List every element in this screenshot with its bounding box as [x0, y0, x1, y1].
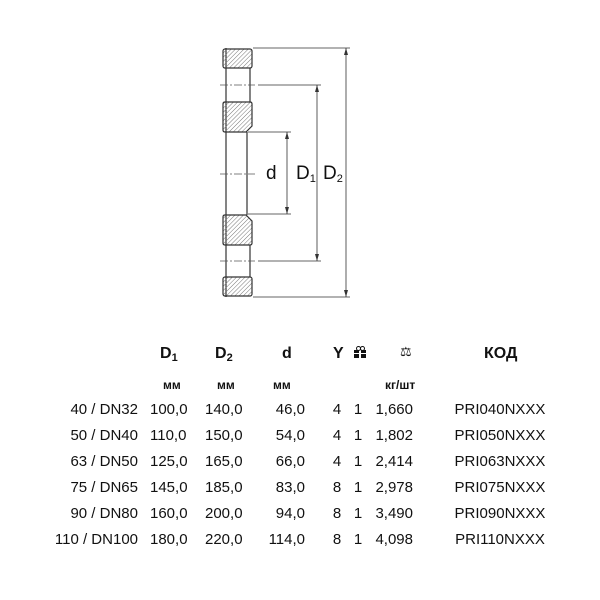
header-code: КОД — [484, 345, 518, 362]
cell-D1: 160,0 — [150, 505, 188, 522]
cell-size: 75 / DN65 — [70, 479, 138, 496]
cell-code: PRI110NXXX — [455, 531, 545, 548]
cell-pack: 1 — [353, 401, 363, 418]
cell-code: PRI040NXXX — [454, 401, 546, 418]
cell-D2: 185,0 — [205, 479, 243, 496]
header-D1-sub: 1 — [171, 352, 178, 364]
header-D2-text: D — [215, 345, 227, 362]
cell-d: 94,0 — [275, 505, 305, 522]
cell-size: 63 / DN50 — [70, 453, 138, 470]
cell-size: 50 / DN40 — [70, 427, 138, 444]
cell-pack: 1 — [353, 479, 363, 496]
cell-D2: 140,0 — [205, 401, 243, 418]
gift-icon — [354, 346, 366, 358]
cell-code: PRI090NXXX — [454, 505, 546, 522]
header-D1-text: D — [160, 345, 172, 362]
cell-D2: 200,0 — [205, 505, 243, 522]
cell-weight: 2,414 — [375, 453, 413, 470]
dim-label-D2-sub: 2 — [336, 173, 343, 185]
cell-Y: 8 — [332, 505, 342, 522]
header-D2: D2 — [215, 345, 233, 364]
dim-label-D1-sub: 1 — [309, 173, 316, 185]
cell-size: 90 / DN80 — [70, 505, 138, 522]
cell-pack: 1 — [353, 453, 363, 470]
cell-Y: 4 — [332, 427, 342, 444]
cell-D2: 150,0 — [205, 427, 243, 444]
cell-code: PRI050NXXX — [454, 427, 546, 444]
scales-icon: ⚖ — [400, 344, 412, 359]
cell-size: 110 / DN100 — [54, 531, 138, 548]
unit-D1: мм — [163, 378, 181, 392]
unit-D2: мм — [217, 378, 235, 392]
cell-weight: 4,098 — [375, 531, 413, 548]
flange-section-drawing — [220, 47, 350, 298]
cell-pack: 1 — [353, 531, 363, 548]
cell-d: 114,0 — [268, 531, 305, 548]
header-d: d — [282, 345, 292, 362]
cell-D1: 125,0 — [150, 453, 188, 470]
cell-code: PRI063NXXX — [454, 453, 546, 470]
dim-label-d: d — [266, 163, 277, 184]
dim-label-D2-text: D — [323, 163, 337, 184]
cell-weight: 1,660 — [375, 401, 413, 418]
cell-D1: 180,0 — [150, 531, 188, 548]
cell-Y: 4 — [332, 453, 342, 470]
cell-D1: 145,0 — [150, 479, 188, 496]
cell-D1: 100,0 — [150, 401, 188, 418]
cell-weight: 3,490 — [375, 505, 413, 522]
dim-label-D1: D1 — [296, 163, 316, 185]
header-D1: D1 — [160, 345, 178, 364]
cell-d: 46,0 — [275, 401, 305, 418]
cell-d: 54,0 — [275, 427, 305, 444]
dim-label-D2: D2 — [323, 163, 343, 185]
cell-D1: 110,0 — [150, 427, 187, 444]
cell-weight: 1,802 — [375, 427, 413, 444]
cell-D2: 165,0 — [205, 453, 243, 470]
unit-d: мм — [273, 378, 291, 392]
cell-pack: 1 — [353, 505, 363, 522]
cell-pack: 1 — [353, 427, 363, 444]
unit-weight: кг/шт — [385, 378, 416, 392]
header-D2-sub: 2 — [226, 352, 233, 364]
header-Y: Y — [333, 345, 344, 362]
cell-weight: 2,978 — [375, 479, 413, 496]
cell-code: PRI075NXXX — [454, 479, 546, 496]
cell-Y: 8 — [332, 531, 342, 548]
cell-Y: 8 — [332, 479, 342, 496]
cell-Y: 4 — [332, 401, 342, 418]
cell-d: 66,0 — [275, 453, 305, 470]
dim-label-D1-text: D — [296, 163, 310, 184]
cell-d: 83,0 — [275, 479, 305, 496]
cell-size: 40 / DN32 — [70, 401, 138, 418]
flange-hatch-top — [222, 48, 253, 69]
cell-D2: 220,0 — [205, 531, 243, 548]
